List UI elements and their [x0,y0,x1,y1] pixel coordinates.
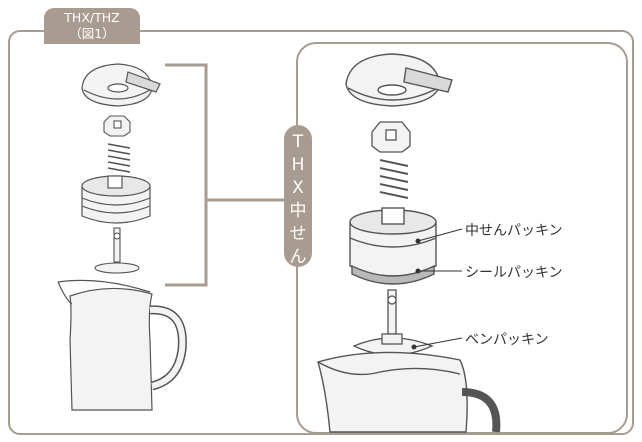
label-char: せ [289,224,307,244]
model-name: THX/THZ [64,10,120,25]
outer-frame [8,30,634,435]
lid-cap-large [345,53,453,107]
center-plug-packing-label: 中せんパッキン [465,223,563,239]
label-char: T [292,132,304,152]
seal-packing-label: シールパッキン [465,265,563,281]
grouping-bracket [165,63,286,287]
carafe-body-small [57,279,187,411]
center-plug-small [81,175,151,224]
button-part-large [371,121,411,153]
model-label-tab: THX/THZ （図1） [44,8,140,44]
button-part-small [103,115,131,137]
valve-stem-small [94,227,140,274]
carafe-top-large [317,351,501,433]
label-char: ん [289,247,307,267]
spring-small [107,143,131,173]
label-char: X [292,178,304,198]
spring-large [379,159,409,199]
valve-packing-label: ベンパッキン [465,332,549,348]
valve-stem-large [352,289,434,356]
center-plug-vertical-label: T H X 中 せ ん [284,125,312,267]
center-plug-large [349,207,437,285]
lid-cap-small [81,63,161,107]
label-char: H [291,155,305,175]
callout-lines [411,228,463,350]
figure-number: （図1） [69,26,115,41]
label-char: 中 [289,201,307,221]
